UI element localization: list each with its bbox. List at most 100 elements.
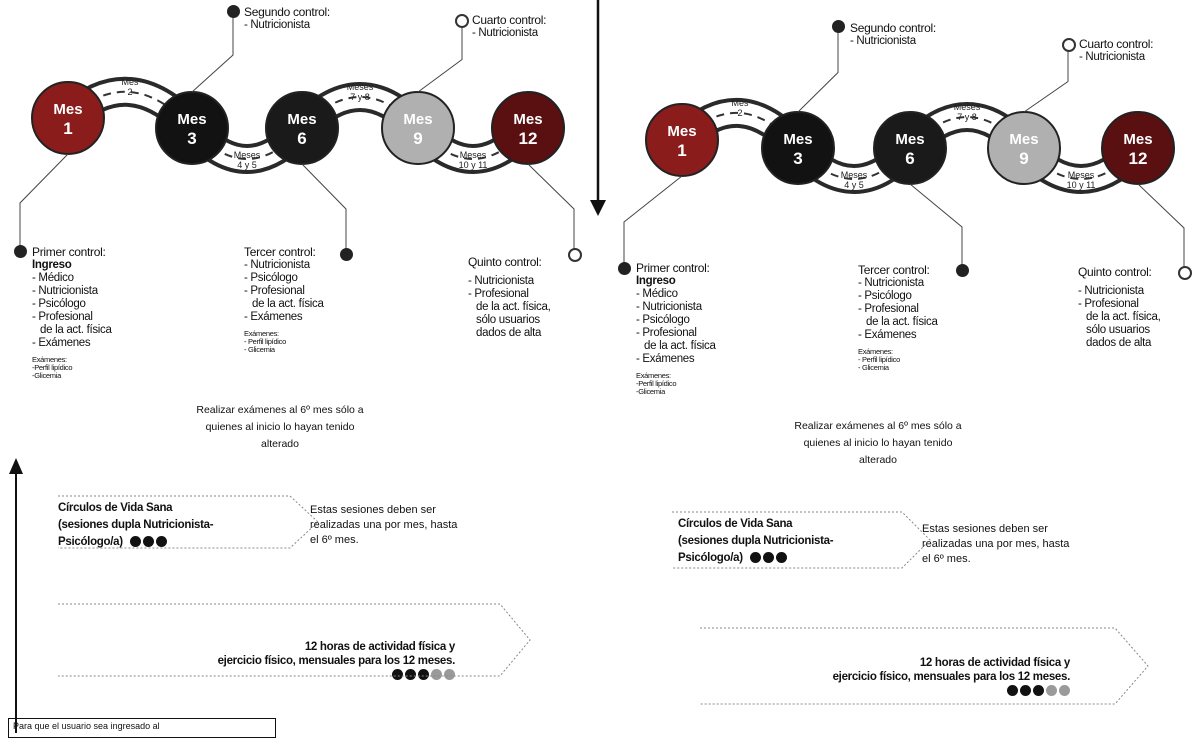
pin-icon — [14, 245, 27, 258]
transition-label: 4 y 5 — [844, 180, 864, 190]
segundo-control-title: Segundo control: — [850, 21, 936, 35]
primer-control-item: de la act. física — [40, 324, 112, 336]
quinto-control-item: dados de alta — [1086, 337, 1152, 349]
sessions-chevron-frame — [58, 495, 319, 549]
primer-control-item: - Exámenes — [32, 337, 91, 349]
activity-chevron-frame — [700, 627, 1149, 705]
segundo-control-title: Segundo control: — [244, 5, 330, 19]
exam-note: Realizar exámenes al 6º mes sólo a quien… — [180, 402, 380, 453]
month-label: Mes — [513, 111, 542, 128]
connector-line — [623, 175, 683, 268]
segundo-control-item: - Nutricionista — [244, 19, 310, 31]
connector-line — [1137, 183, 1185, 272]
activity-label: 12 horas de actividad física y ejercicio… — [750, 656, 1070, 698]
connector-line — [191, 18, 234, 93]
activity-chevron-frame — [58, 603, 531, 677]
pin-icon — [956, 264, 969, 277]
tercer-control-item: - Profesional — [244, 285, 305, 297]
pin-icon — [832, 20, 845, 33]
tercer-control-exams: - Glicemia — [858, 363, 889, 372]
connector-line — [1023, 51, 1069, 113]
quinto-control-item: - Nutricionista — [1078, 285, 1144, 297]
tercer-control-exams: - Glicemia — [244, 345, 275, 354]
exam-note: Realizar exámenes al 6º mes sólo a quien… — [778, 418, 978, 469]
segundo-control: Segundo control: - Nutricionista — [850, 22, 936, 48]
transition-label: Meses — [1068, 170, 1095, 180]
sessions-description-line: Estas sesiones deben ser — [310, 504, 436, 516]
transition-label: 7 y 8 — [957, 112, 977, 122]
cuarto-control-item: - Nutricionista — [472, 27, 538, 39]
tercer-control-exams: - Perfil lipídico — [244, 337, 286, 346]
tercer-control: Tercer control: - Nutricionista - Psicól… — [858, 264, 938, 372]
sessions-description-line: Estas sesiones deben ser — [922, 523, 1048, 535]
month-label: 3 — [187, 129, 196, 148]
sessions-subtitle: (sesiones dupla Nutricionista- — [58, 519, 214, 531]
month-label: 6 — [297, 129, 306, 148]
month-label: Mes — [177, 111, 206, 128]
quinto-control-item: dados de alta — [476, 327, 542, 339]
activity-icons — [392, 669, 455, 681]
exam-note-line: alterado — [859, 454, 897, 466]
quinto-control-item: sólo usuarios — [1086, 324, 1150, 336]
transition-label: 7 y 8 — [350, 92, 370, 102]
tercer-control-title: Tercer control: — [244, 245, 316, 259]
person-icon — [431, 669, 442, 681]
sessions-subtitle-end: Psicólogo/a) — [58, 536, 123, 548]
quinto-control-item: - Nutricionista — [468, 275, 534, 287]
primer-control-item: - Profesional — [32, 311, 93, 323]
month-label: 1 — [63, 119, 72, 138]
tercer-control-item: - Exámenes — [244, 311, 303, 323]
cuarto-control-title: Cuarto control: — [1079, 37, 1154, 51]
primer-control-exams: Exámenes: — [32, 355, 67, 364]
primer-control-item: - Psicólogo — [636, 314, 690, 326]
cuarto-control-item: - Nutricionista — [1079, 51, 1145, 63]
month-label: Mes — [403, 111, 432, 128]
primer-control-exams: -Perfil lipídico — [636, 379, 677, 388]
sessions-description-line: el 6º mes. — [922, 553, 971, 565]
sessions-title: Círculos de Vida Sana — [58, 502, 173, 514]
segundo-control: Segundo control: - Nutricionista — [244, 6, 330, 32]
month-label: Mes — [667, 123, 696, 140]
primer-control-ingreso: Ingreso — [32, 259, 72, 271]
person-icon — [418, 669, 429, 681]
tercer-control-item: - Psicólogo — [244, 272, 298, 284]
primer-control-exams: Exámenes: — [636, 371, 671, 380]
primer-control-title: Primer control: — [32, 245, 106, 259]
sessions-subtitle: (sesiones dupla Nutricionista- — [678, 535, 834, 547]
tercer-control-item: - Psicólogo — [858, 290, 912, 302]
primer-control-item: - Exámenes — [636, 353, 695, 365]
connector-line — [417, 27, 463, 93]
primer-control-title: Primer control: — [636, 261, 710, 275]
person-icon — [1020, 685, 1031, 697]
person-icon — [749, 552, 761, 564]
primer-control-item: - Médico — [636, 288, 678, 300]
primer-control: Primer control: Ingreso - Médico - Nutri… — [32, 246, 112, 380]
transition-label: Meses — [347, 82, 374, 92]
exam-note-line: alterado — [261, 438, 299, 450]
transition-label: 10 y 11 — [459, 160, 488, 170]
quinto-control-item: de la act. física, — [1086, 311, 1161, 323]
sessions-description-line: realizadas una por mes, hasta — [922, 538, 1070, 550]
person-icon — [155, 536, 167, 548]
pin-icon — [227, 5, 240, 18]
month-label: 6 — [905, 149, 914, 168]
connector-line — [301, 163, 347, 254]
person-icon — [142, 536, 154, 548]
tercer-control-exams: Exámenes: — [244, 329, 279, 338]
quinto-control-item: - Profesional — [468, 288, 529, 300]
transition-label: Meses — [841, 170, 868, 180]
transition-label: Meses — [460, 150, 487, 160]
transition-label: 10 y 11 — [1067, 180, 1096, 190]
person-icon — [1007, 685, 1018, 697]
down-arrow-head — [590, 200, 606, 216]
quinto-control: Quinto control: - Nutricionista - Profes… — [1078, 266, 1161, 350]
month-label: 9 — [1019, 149, 1028, 168]
month-label: Mes — [783, 131, 812, 148]
tercer-control: Tercer control: - Nutricionista - Psicól… — [244, 246, 324, 354]
tercer-control-item: - Nutricionista — [244, 259, 310, 271]
quinto-control-item: - Profesional — [1078, 298, 1139, 310]
cuarto-control: Cuarto control: - Nutricionista — [1079, 37, 1154, 64]
pin-icon — [340, 248, 353, 261]
